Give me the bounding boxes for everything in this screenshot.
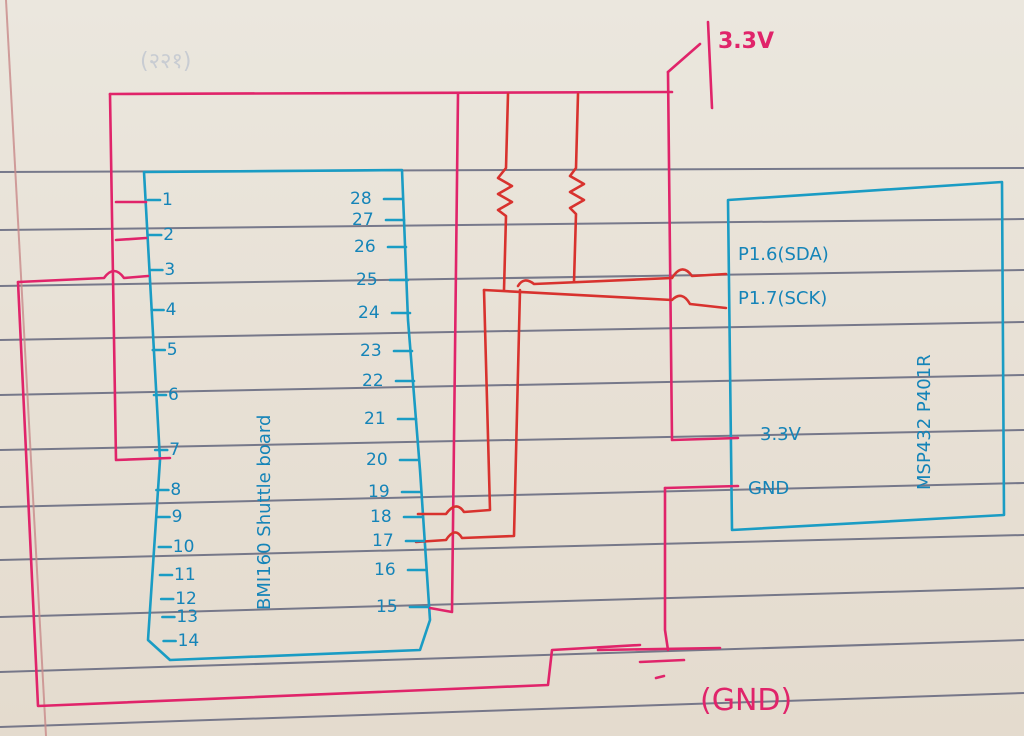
bmi160-pin-label: 19 (368, 482, 390, 502)
bmi160-pin-label: 23 (360, 341, 382, 361)
bmi160-pin-label: 25 (356, 270, 378, 290)
bmi160-pin-label: 3 (164, 260, 175, 280)
msp-pin-sda: P1.6(SDA) (738, 244, 829, 265)
bmi160-pin-label: 28 (350, 189, 372, 209)
bmi160-board-outline (142, 168, 432, 662)
supply-label: 3.3V (718, 29, 774, 54)
bmi160-pin-label: 2 (163, 225, 174, 245)
msp-pin-gnd: GND (748, 478, 789, 499)
sda-wire (516, 268, 728, 288)
power-wiring (16, 20, 740, 708)
bmi160-pin-label: 18 (370, 507, 392, 527)
bmi160-pin-label: 14 (178, 631, 200, 651)
bmi160-pin-label: 1 (162, 190, 173, 210)
msp432-board-outline (726, 180, 1006, 532)
bmi160-pin-label: 9 (172, 507, 183, 527)
scl-wire (482, 288, 728, 310)
bmi160-pin-label: 7 (169, 440, 180, 460)
msp-pin-3v3: 3.3V (760, 424, 802, 445)
bmi160-pin-label: 4 (166, 300, 177, 320)
bmi160-pin-label: 26 (354, 237, 376, 257)
bmi160-pin-label: 17 (372, 531, 394, 551)
bmi160-label: BMI160 Shuttle board (254, 415, 275, 610)
bmi160-pin-label: 27 (352, 210, 374, 230)
supply-terminal (706, 20, 714, 110)
bmi160-pin-label: 16 (374, 560, 396, 580)
bmi160-pin-label: 6 (168, 385, 179, 405)
bmi160-pin-label: 24 (358, 303, 380, 323)
bmi160-pin-label: 5 (167, 340, 178, 360)
ground-symbol (654, 674, 666, 680)
bmi160-pin-label: 20 (366, 450, 388, 470)
bmi160-pin-label: 8 (170, 480, 181, 500)
bmi160-pin-label: 15 (376, 597, 398, 617)
bmi160-pin-label: 12 (175, 589, 197, 609)
faded-note: (२२१) (140, 49, 192, 74)
msp-pin-sck: P1.7(SCK) (738, 288, 827, 309)
msp432-label: MSP432 P401R (914, 354, 935, 490)
ground-label: (GND) (700, 683, 792, 718)
bmi160-pin-label: 13 (176, 607, 198, 627)
bmi160-pin-label: 22 (362, 371, 384, 391)
bmi160-pin-label: 10 (173, 537, 195, 557)
i2c-wiring (414, 92, 728, 544)
supply-rail (666, 70, 740, 442)
bmi160-pin-label: 21 (364, 409, 386, 429)
bmi160-pin-label: 11 (174, 565, 196, 585)
